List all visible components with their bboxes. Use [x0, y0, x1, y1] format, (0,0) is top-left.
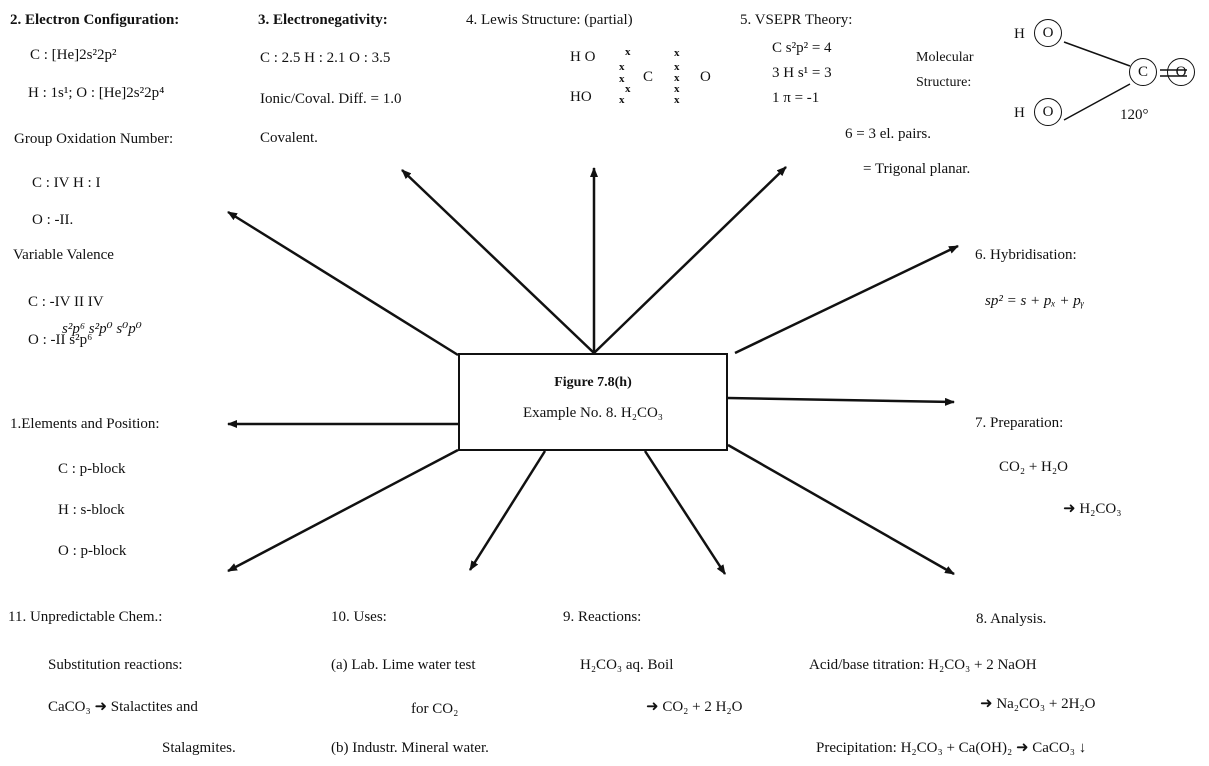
arrow-to-vsepr — [593, 166, 787, 354]
center-subtitle: Example No. 8. H₂CO₃ — [522, 405, 664, 421]
hybridisation-formula: sp² = s + pₓ + pᵧ — [985, 293, 1085, 309]
electron-config-line2: H : 1s¹; O : [He]2s²2p⁴ — [28, 85, 165, 101]
molecular-label-1: Molecular — [916, 50, 974, 65]
elements-heading: 1.Elements and Position: — [10, 416, 160, 432]
elements-c: C : p-block — [58, 461, 126, 477]
elements-h: H : s-block — [58, 502, 125, 518]
arrow-to-reactions — [643, 450, 727, 575]
lewis-ho-bottom: HO — [570, 89, 592, 105]
lewis-dot: x — [674, 83, 680, 95]
reactions-line2: ➜ CO₂ + 2 H₂O — [646, 699, 743, 715]
elements-o: O : p-block — [58, 543, 127, 559]
molecule-o-bottom: O — [1034, 98, 1062, 126]
vsepr-line4: 6 = 3 el. pairs. — [845, 126, 931, 142]
electronegativity-line2: Ionic/Coval. Diff. = 1.0 — [260, 91, 402, 107]
group-oxidation-line2: O : -II. — [32, 212, 74, 228]
variable-valence-heading: Variable Valence — [13, 247, 114, 263]
lewis-heading: 4. Lewis Structure: (partial) — [466, 12, 633, 28]
molecule-o-double: O — [1167, 58, 1195, 86]
vsepr-line2: 3 H s¹ = 3 — [772, 65, 832, 81]
molecular-label-2: Structure: — [916, 75, 972, 90]
preparation-line1: CO₂ + H₂O — [999, 459, 1068, 475]
lewis-dot: x — [625, 46, 631, 58]
unpredictable-line1: Substitution reactions: — [48, 657, 183, 673]
arrow-to-analysis — [727, 443, 955, 576]
lewis-dot: x — [619, 73, 625, 85]
lewis-dot: x — [674, 72, 680, 84]
electronegativity-heading: 3. Electronegativity: — [258, 12, 388, 28]
lewis-dot: x — [674, 94, 680, 106]
electronegativity-line1: C : 2.5 H : 2.1 O : 3.5 — [260, 50, 391, 66]
molecule-o-top: O — [1034, 19, 1062, 47]
analysis-line2: ➜ Na₂CO₃ + 2H₂O — [980, 696, 1096, 712]
preparation-heading: 7. Preparation: — [975, 415, 1064, 431]
analysis-heading: 8. Analysis. — [976, 611, 1047, 627]
arrow-to-electron-config — [227, 210, 459, 357]
vsepr-line1: C s²p² = 4 — [772, 40, 832, 56]
molecule-angle: 120° — [1120, 107, 1149, 123]
lewis-carbon: C — [643, 69, 654, 85]
arrow-to-hybridisation — [734, 244, 959, 355]
electron-config-line1: C : [He]2s²2p² — [30, 47, 117, 63]
uses-line1: (a) Lab. Lime water test — [331, 657, 476, 673]
variable-valence-line2: s²p⁶ s²p⁰ s⁰p⁰ — [62, 321, 142, 337]
group-oxidation-heading: Group Oxidation Number: — [14, 131, 174, 147]
uses-line2: for CO₂ — [411, 701, 459, 717]
group-oxidation-line1: C : IV H : I — [32, 175, 101, 191]
uses-heading: 10. Uses: — [331, 609, 387, 625]
analysis-line1: Acid/base titration: H₂CO₃ + 2 NaOH — [809, 657, 1037, 673]
arrow-to-uses — [468, 450, 547, 571]
reactions-line1: H₂CO₃ aq. Boil — [580, 657, 674, 673]
lewis-dot: x — [619, 94, 625, 106]
variable-valence-line3: O : -II s²p⁶ — [28, 332, 93, 348]
lewis-ho-top: H O — [570, 49, 596, 65]
vsepr-heading: 5. VSEPR Theory: — [740, 12, 853, 28]
lewis-dot: x — [674, 61, 680, 73]
analysis-line3: Precipitation: H₂CO₃ + Ca(OH)₂ ➜ CaCO₃ ↓ — [816, 740, 1087, 756]
lewis-dot: x — [625, 83, 631, 95]
lewis-dot: x — [674, 47, 680, 59]
unpredictable-line3: Stalagmites. — [162, 740, 236, 756]
arrow-to-preparation — [727, 396, 955, 406]
arrow-to-electronegativity — [401, 169, 595, 354]
electron-config-heading: 2. Electron Configuration: — [10, 12, 180, 28]
reactions-heading: 9. Reactions: — [563, 609, 642, 625]
lewis-dot: x — [619, 61, 625, 73]
molecule-h-top: H — [1014, 26, 1025, 42]
center-title: Figure 7.8(h) — [554, 375, 632, 390]
unpredictable-line2: CaCO₃ ➜ Stalactites and — [48, 699, 198, 715]
variable-valence-line1: C : -IV II IV — [28, 294, 104, 310]
molecule-h-bottom: H — [1014, 105, 1025, 121]
vsepr-line5: = Trigonal planar. — [863, 161, 971, 177]
molecule-c: C — [1129, 58, 1157, 86]
lewis-oxygen: O — [700, 69, 711, 85]
unpredictable-heading: 11. Unpredictable Chem.: — [8, 609, 163, 625]
center-box: Figure 7.8(h) Example No. 8. H₂CO₃ — [458, 353, 728, 451]
vsepr-line3: 1 π = -1 — [772, 90, 820, 106]
hybridisation-heading: 6. Hybridisation: — [975, 247, 1077, 263]
electronegativity-line3: Covalent. — [260, 130, 318, 146]
arrow-to-unpredictable — [227, 448, 459, 573]
uses-line3: (b) Industr. Mineral water. — [331, 740, 489, 756]
preparation-line2: ➜ H₂CO₃ — [1063, 501, 1122, 517]
